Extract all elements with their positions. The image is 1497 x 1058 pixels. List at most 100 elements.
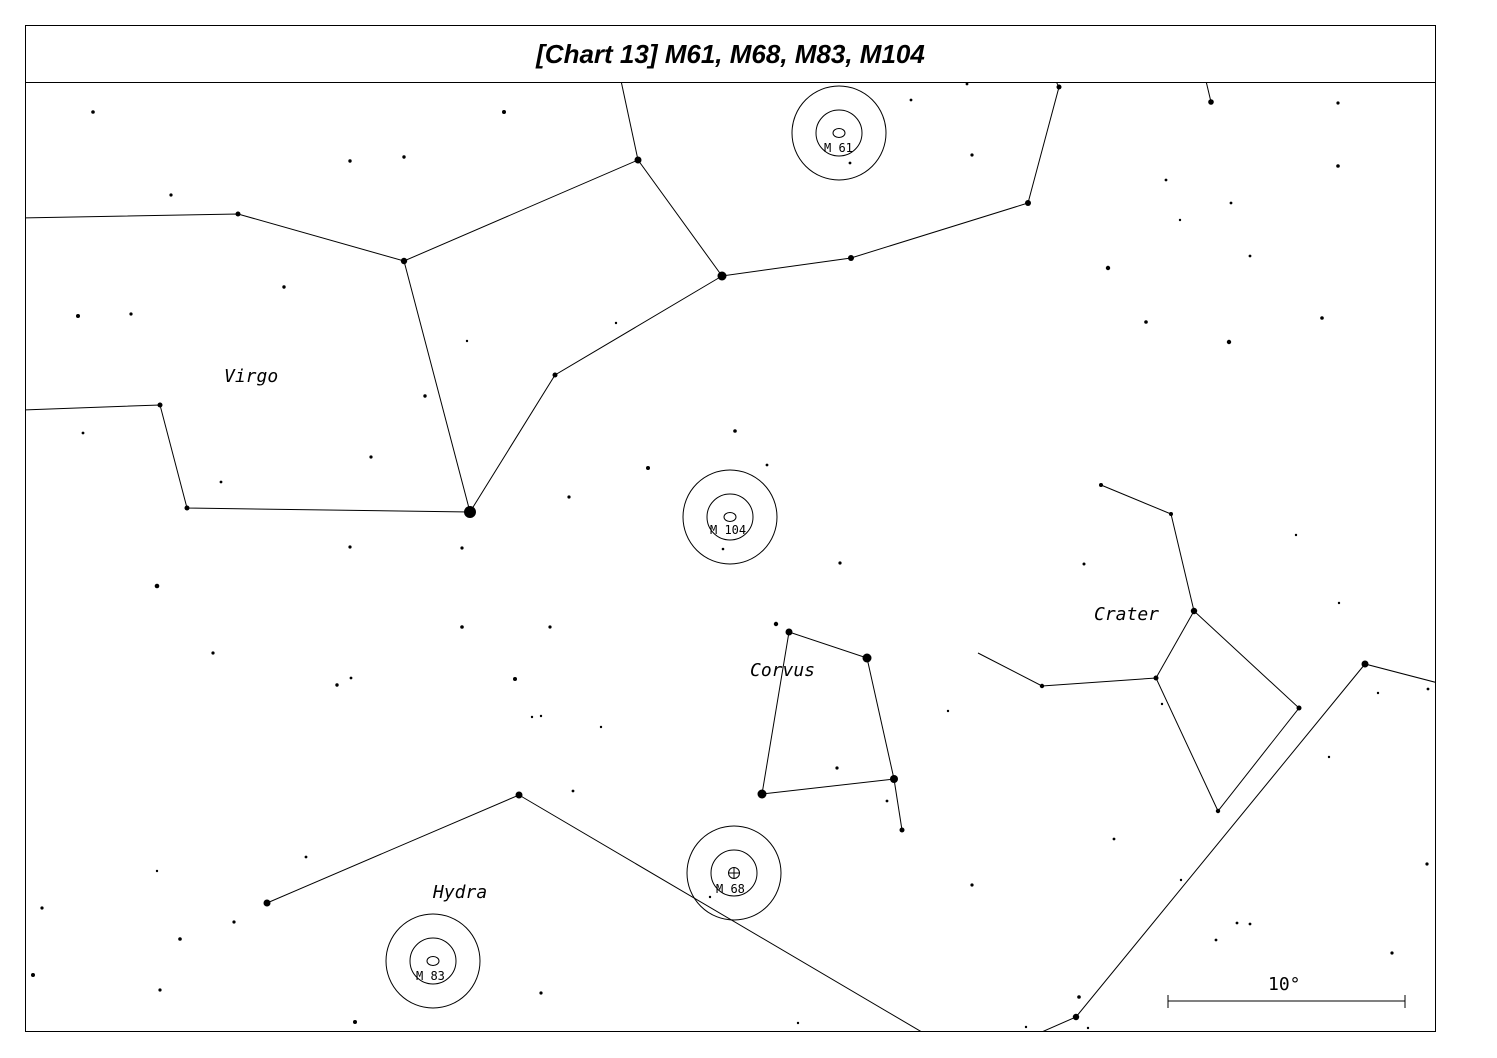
- star: [282, 285, 286, 289]
- star: [890, 775, 898, 783]
- star: [465, 339, 469, 343]
- constellation-line: [26, 71, 1060, 277]
- object-marker: [385, 913, 481, 1009]
- star: [1336, 101, 1340, 105]
- star: [1144, 320, 1148, 324]
- star: [1025, 200, 1031, 206]
- star-field: [31, 82, 1430, 1030]
- galaxy-icon: [832, 128, 846, 138]
- star: [1086, 1026, 1090, 1030]
- star: [263, 899, 271, 907]
- star: [460, 625, 464, 629]
- star: [154, 583, 160, 589]
- finder-circle: [710, 849, 758, 897]
- star: [835, 766, 839, 770]
- star: [1361, 660, 1369, 668]
- star: [1160, 702, 1164, 706]
- star: [304, 855, 308, 859]
- finder-circle: [815, 109, 863, 157]
- star: [571, 789, 575, 793]
- star: [899, 827, 905, 833]
- star: [1077, 995, 1081, 999]
- star: [423, 394, 427, 398]
- constellation-line: [893, 778, 903, 831]
- star: [885, 799, 889, 803]
- star: [1164, 178, 1168, 182]
- star: [402, 155, 406, 159]
- constellation-line: [761, 631, 895, 795]
- scale-bar: 10°: [1167, 974, 1406, 1008]
- finder-circle: [409, 937, 457, 985]
- star: [349, 676, 353, 680]
- star: [1294, 533, 1298, 537]
- star: [721, 547, 725, 551]
- star: [1099, 483, 1103, 487]
- star: [335, 683, 339, 687]
- star: [1235, 921, 1239, 925]
- star: [539, 991, 543, 995]
- star: [1336, 164, 1340, 168]
- star: [539, 714, 543, 718]
- object-label-m68: M 68: [716, 882, 745, 896]
- star: [513, 677, 517, 681]
- star: [599, 725, 603, 729]
- star: [970, 153, 974, 157]
- star: [1215, 808, 1221, 814]
- star: [235, 211, 241, 217]
- constellation-line: [26, 404, 471, 513]
- object-marker: [682, 469, 778, 565]
- star: [1208, 99, 1214, 105]
- star: [184, 505, 190, 511]
- label-crater: Crater: [1094, 604, 1159, 625]
- star: [1296, 705, 1302, 711]
- label-virgo: Virgo: [224, 366, 278, 387]
- star: [1056, 84, 1062, 90]
- star: [1425, 862, 1429, 866]
- star: [1178, 218, 1182, 222]
- object-label-m83: M 83: [416, 969, 445, 983]
- star: [219, 480, 223, 484]
- star: [765, 463, 769, 467]
- finder-circle: [706, 493, 754, 541]
- star: [530, 715, 534, 719]
- star: [31, 973, 35, 977]
- galaxy-icon: [723, 512, 737, 522]
- star: [211, 651, 215, 655]
- constellation-line: [1155, 610, 1195, 679]
- galaxy-icon: [426, 956, 440, 966]
- star: [158, 988, 162, 992]
- star: [157, 402, 163, 408]
- star: [567, 495, 571, 499]
- constellation-line: [1042, 663, 1435, 1031]
- star: [348, 159, 352, 163]
- object-label-m104: M 104: [710, 523, 746, 537]
- object-marker: [791, 85, 887, 181]
- star: [946, 709, 950, 713]
- star: [848, 255, 854, 261]
- star: [773, 621, 779, 627]
- star: [717, 271, 727, 281]
- title-bar: [Chart 13] M61, M68, M83, M104: [26, 26, 1435, 83]
- chart-title: [Chart 13] M61, M68, M83, M104: [536, 38, 925, 69]
- star: [1337, 601, 1341, 605]
- star: [1376, 691, 1380, 695]
- scale-label: 10°: [1268, 974, 1301, 995]
- star: [348, 545, 352, 549]
- star: [464, 506, 476, 518]
- star: [81, 431, 85, 435]
- star: [178, 937, 182, 941]
- star: [1327, 755, 1331, 759]
- object-markers: [385, 85, 887, 1009]
- star: [155, 869, 159, 873]
- star: [1190, 607, 1198, 615]
- label-hydra: Hydra: [432, 882, 487, 903]
- star: [1226, 339, 1232, 345]
- star: [785, 628, 793, 636]
- object-label-m61: M 61: [824, 141, 853, 155]
- star: [548, 625, 552, 629]
- star: [552, 372, 558, 378]
- star: [1105, 265, 1111, 271]
- constellation-line: [1205, 80, 1212, 103]
- object-marker: [686, 825, 782, 921]
- star: [40, 906, 44, 910]
